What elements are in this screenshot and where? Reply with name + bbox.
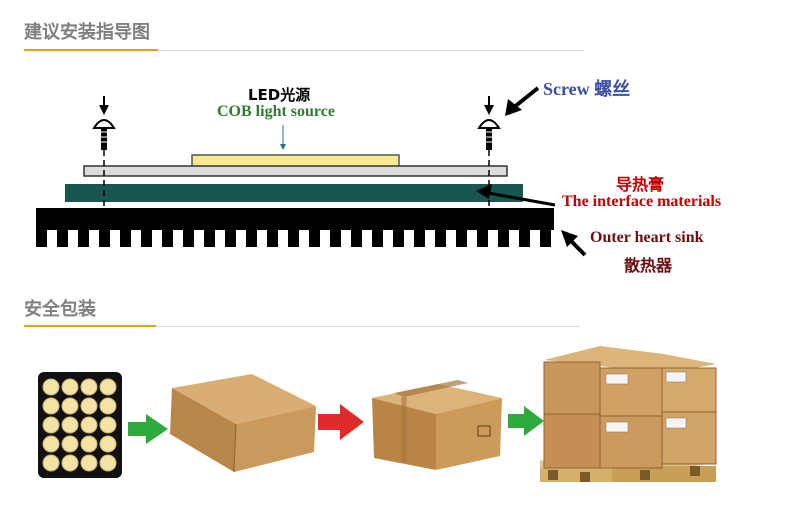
packing-section-divider	[24, 326, 580, 327]
heatsink-fin	[141, 229, 152, 247]
palletized-cartons-image	[540, 346, 717, 482]
cob-chip	[191, 154, 400, 168]
packing-section-accent	[24, 325, 156, 327]
interface-pointer-arrow	[476, 184, 556, 207]
heatsink-fin	[351, 229, 362, 247]
heatsink-en-label: Outer heart sink	[590, 229, 704, 246]
heatsink-fin	[36, 229, 47, 247]
screw-label: Screw 螺丝	[543, 79, 631, 99]
heatsink-fin	[435, 229, 446, 247]
cob-chip-cell	[42, 454, 60, 472]
cob-chip-cell	[61, 435, 79, 453]
interface-material-en-label: The interface materials	[562, 193, 722, 210]
cob-chip-cell	[80, 378, 98, 396]
install-section-divider	[24, 50, 584, 51]
heatsink-fin	[183, 229, 194, 247]
heatsink-fin	[288, 229, 299, 247]
heatsink-fin	[246, 229, 257, 247]
cob-chip-cell	[99, 454, 117, 472]
heatsink-fin	[456, 229, 467, 247]
packing-section-title: 安全包装	[24, 299, 96, 320]
heatsink-fins	[36, 229, 551, 247]
heatsink-fin	[225, 229, 236, 247]
cob-chip-cell	[61, 397, 79, 415]
cob-chip-cell	[80, 397, 98, 415]
heatsink-fin	[540, 229, 551, 247]
arrow-right-icon-1	[128, 414, 168, 444]
heatsink-fin	[309, 229, 320, 247]
heatsink-fin	[519, 229, 530, 247]
heatsink-fin	[267, 229, 278, 247]
heatsink-fin	[204, 229, 215, 247]
cob-chip-cell	[99, 378, 117, 396]
cob-tray-image	[38, 372, 122, 478]
heatsink-body	[36, 208, 554, 230]
heatsink-fin	[57, 229, 68, 247]
cob-substrate	[83, 165, 508, 177]
install-section-title: 建议安装指导图	[24, 22, 150, 43]
cob-chip-cell	[61, 378, 79, 396]
cob-chip-cell	[61, 454, 79, 472]
led-source-label: LED光源	[248, 86, 311, 104]
cob-source-label: COB light source	[217, 103, 335, 120]
heatsink-cn-label: 散热器	[624, 256, 673, 275]
screw-right-icon	[477, 96, 501, 208]
cob-chip-cell	[99, 435, 117, 453]
cob-pointer-arrow	[280, 125, 286, 150]
screw-pointer-arrow	[505, 86, 540, 116]
heatsink-fin	[330, 229, 341, 247]
install-section-accent	[24, 49, 158, 51]
screw-left-icon	[92, 96, 116, 208]
heatsink-fin	[393, 229, 404, 247]
cob-chip-cell	[42, 416, 60, 434]
cob-chip-cell	[80, 416, 98, 434]
heatsink-pointer-arrow	[561, 230, 587, 257]
heatsink-fin	[414, 229, 425, 247]
heatsink-fin	[372, 229, 383, 247]
interface-material-cn-label: 导热膏	[616, 175, 665, 194]
heatsink-fin	[498, 229, 509, 247]
heatsink-fin	[99, 229, 110, 247]
arrow-right-icon-2	[318, 404, 364, 440]
cob-chip-cell	[42, 378, 60, 396]
cob-chip-cell	[42, 397, 60, 415]
arrow-right-icon-3	[508, 406, 544, 436]
cob-chip-cell	[42, 435, 60, 453]
flat-carton-image	[170, 374, 316, 473]
cob-chip-cell	[61, 416, 79, 434]
heatsink-fin	[120, 229, 131, 247]
heatsink-fin	[477, 229, 488, 247]
cob-chip-cell	[99, 397, 117, 415]
shipping-box-image	[372, 380, 502, 470]
heatsink-fin	[78, 229, 89, 247]
heatsink-fin	[162, 229, 173, 247]
cob-chip-cell	[80, 454, 98, 472]
interface-material-layer	[65, 184, 523, 202]
cob-chip-cell	[99, 416, 117, 434]
cob-chip-cell	[80, 435, 98, 453]
